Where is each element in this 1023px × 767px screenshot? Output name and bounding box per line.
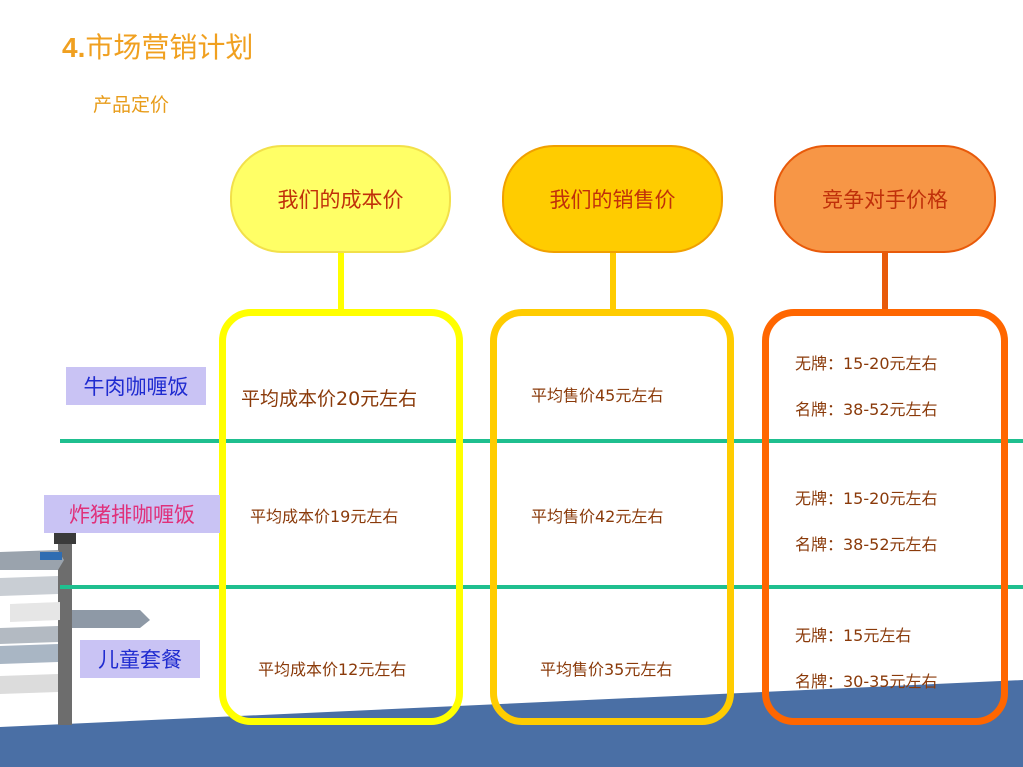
competitor-brand-row-1: 名牌：38-52元左右	[795, 400, 938, 419]
row-divider-1	[60, 439, 1023, 443]
cost-cell-row-3: 平均成本价12元左右	[258, 660, 407, 679]
cost-cell-row-2: 平均成本价19元左右	[250, 507, 399, 526]
column-header-cost: 我们的成本价	[230, 145, 451, 253]
page-title-text: 市场营销计划	[85, 31, 254, 64]
signpost-image	[0, 530, 150, 725]
row-label-pork-cutlet-curry-text: 炸猪排咖喱饭	[69, 503, 195, 527]
page-title-number: 4.	[62, 32, 86, 63]
column-header-sale-label: 我们的销售价	[549, 188, 676, 212]
column-box-cost	[219, 309, 463, 725]
column-connector-competitor	[882, 253, 888, 310]
row-divider-2	[60, 585, 1023, 589]
competitor-nobrand-row-1: 无牌：15-20元左右	[795, 354, 938, 373]
competitor-cell-row-3: 无牌：15元左右 名牌：30-35元左右	[795, 622, 938, 692]
column-header-cost-label: 我们的成本价	[277, 188, 404, 212]
page-subtitle: 产品定价	[93, 94, 170, 116]
competitor-brand-row-2: 名牌：38-52元左右	[795, 535, 938, 554]
competitor-cell-row-2: 无牌：15-20元左右 名牌：38-52元左右	[795, 485, 938, 555]
row-label-kids-meal-text: 儿童套餐	[98, 648, 182, 672]
sale-cell-row-3: 平均售价35元左右	[540, 660, 673, 679]
competitor-cell-row-1: 无牌：15-20元左右 名牌：38-52元左右	[795, 350, 938, 420]
sale-cell-row-2: 平均售价42元左右	[531, 507, 664, 526]
column-box-sale	[490, 309, 734, 725]
row-label-beef-curry-text: 牛肉咖喱饭	[83, 375, 189, 399]
competitor-nobrand-row-2: 无牌：15-20元左右	[795, 489, 938, 508]
row-label-kids-meal: 儿童套餐	[80, 640, 200, 678]
row-label-beef-curry: 牛肉咖喱饭	[66, 367, 206, 405]
column-header-competitor: 竞争对手价格	[774, 145, 996, 253]
column-connector-sale	[610, 253, 616, 310]
column-header-competitor-label: 竞争对手价格	[822, 188, 948, 212]
row-label-pork-cutlet-curry: 炸猪排咖喱饭	[44, 495, 220, 533]
competitor-brand-row-3: 名牌：30-35元左右	[795, 672, 938, 691]
column-connector-cost	[338, 253, 344, 310]
column-header-sale: 我们的销售价	[502, 145, 723, 253]
competitor-nobrand-row-3: 无牌：15元左右	[795, 626, 912, 645]
cost-cell-row-1: 平均成本价20元左右	[241, 388, 418, 410]
column-box-competitor	[762, 309, 1008, 725]
page-title: 4.市场营销计划	[62, 26, 253, 66]
sale-cell-row-1: 平均售价45元左右	[531, 386, 664, 405]
